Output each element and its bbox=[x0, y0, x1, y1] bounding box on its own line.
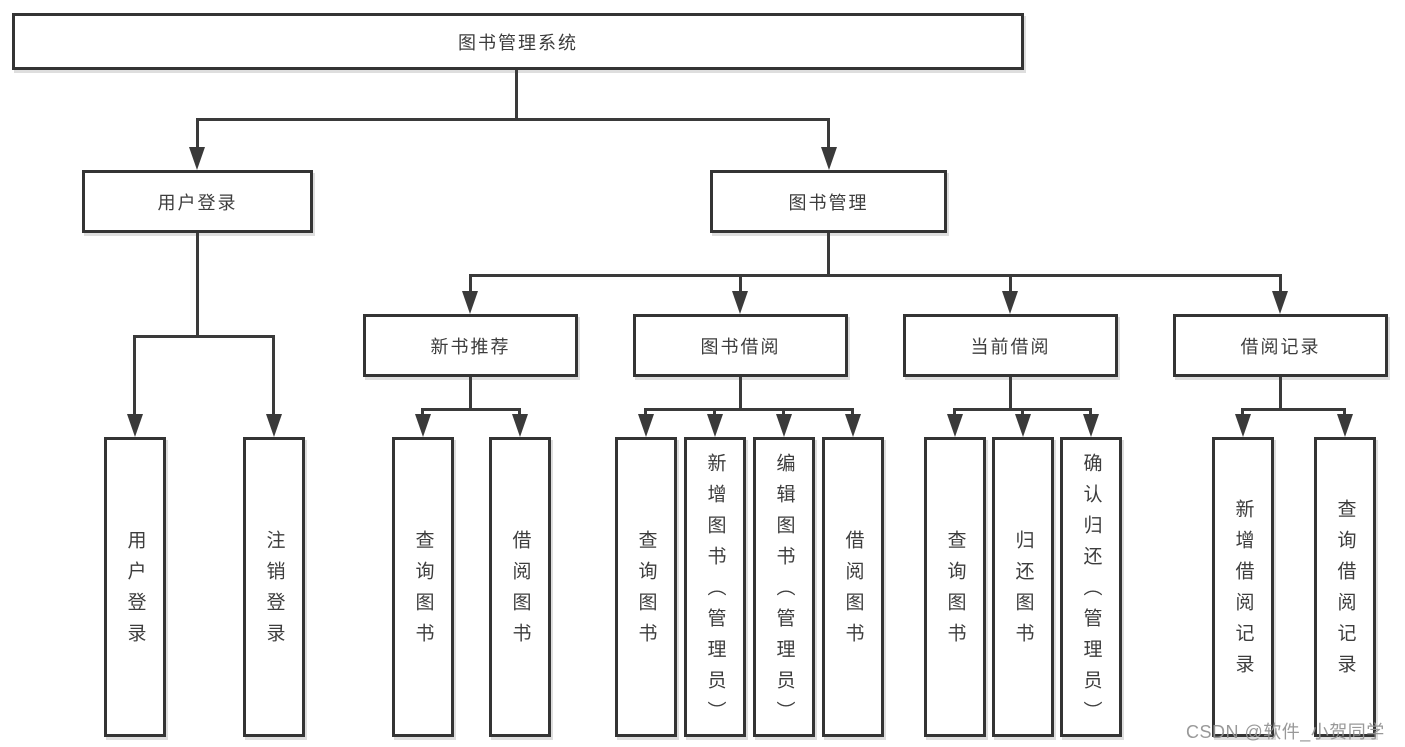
connector-line bbox=[1279, 274, 1282, 296]
node-new-book-recommend: 新书推荐 bbox=[363, 314, 578, 377]
arrow-down-icon bbox=[127, 414, 143, 437]
leaf-user-login: 用户登录 bbox=[104, 437, 166, 737]
leaf-edit-books-admin: 编辑图书（管理员） bbox=[753, 437, 815, 737]
node-user-login: 用户登录 bbox=[82, 170, 313, 233]
arrow-down-icon bbox=[845, 414, 861, 437]
leaf-add-books-admin: 新增图书（管理员） bbox=[684, 437, 746, 737]
connector-line bbox=[739, 377, 742, 409]
connector-line bbox=[196, 233, 199, 335]
arrow-down-icon bbox=[1235, 414, 1251, 437]
leaf-query-books-current: 查询图书 bbox=[924, 437, 986, 737]
arrow-down-icon bbox=[776, 414, 792, 437]
leaf-confirm-return-admin: 确认归还（管理员） bbox=[1060, 437, 1122, 737]
leaf-logout: 注销登录 bbox=[243, 437, 305, 737]
connector-line bbox=[133, 335, 275, 338]
connector-line bbox=[469, 274, 1282, 277]
arrow-down-icon bbox=[732, 291, 748, 314]
arrow-down-icon bbox=[1272, 291, 1288, 314]
arrow-down-icon bbox=[1015, 414, 1031, 437]
connector-line bbox=[827, 118, 830, 154]
connector-line bbox=[469, 377, 472, 409]
leaf-borrow-books: 借阅图书 bbox=[822, 437, 884, 737]
arrow-down-icon bbox=[462, 291, 478, 314]
arrow-down-icon bbox=[266, 414, 282, 437]
node-book-borrowing: 图书借阅 bbox=[633, 314, 848, 377]
connector-line bbox=[644, 408, 854, 411]
arrow-down-icon bbox=[707, 414, 723, 437]
arrow-down-icon bbox=[415, 414, 431, 437]
connector-line bbox=[1009, 377, 1012, 409]
connector-line bbox=[739, 274, 742, 296]
leaf-add-borrow-record: 新增借阅记录 bbox=[1212, 437, 1274, 737]
connector-line bbox=[827, 233, 830, 276]
arrow-down-icon bbox=[1002, 291, 1018, 314]
connector-line bbox=[515, 70, 518, 118]
leaf-return-books: 归还图书 bbox=[992, 437, 1054, 737]
leaf-query-books-borrowing: 查询图书 bbox=[615, 437, 677, 737]
node-book-management: 图书管理 bbox=[710, 170, 947, 233]
arrow-down-icon bbox=[1083, 414, 1099, 437]
connector-line bbox=[133, 335, 136, 419]
connector-line bbox=[1241, 408, 1346, 411]
arrow-down-icon bbox=[189, 147, 205, 170]
node-current-borrowing: 当前借阅 bbox=[903, 314, 1118, 377]
leaf-query-books-recommend: 查询图书 bbox=[392, 437, 454, 737]
arrow-down-icon bbox=[638, 414, 654, 437]
connector-line bbox=[469, 274, 472, 296]
csdn-watermark: CSDN @软件_小贺同学 bbox=[1186, 722, 1385, 742]
connector-line bbox=[421, 408, 521, 411]
arrow-down-icon bbox=[1337, 414, 1353, 437]
connector-line bbox=[1279, 377, 1282, 409]
connector-line bbox=[1009, 274, 1012, 296]
connector-line bbox=[953, 408, 1092, 411]
connector-line bbox=[272, 335, 275, 419]
connector-line bbox=[196, 118, 199, 154]
connector-line bbox=[196, 118, 830, 121]
leaf-query-borrow-record: 查询借阅记录 bbox=[1314, 437, 1376, 737]
node-library-management-system: 图书管理系统 bbox=[12, 13, 1024, 70]
arrow-down-icon bbox=[512, 414, 528, 437]
node-borrow-records: 借阅记录 bbox=[1173, 314, 1388, 377]
leaf-borrow-books-recommend: 借阅图书 bbox=[489, 437, 551, 737]
arrow-down-icon bbox=[947, 414, 963, 437]
arrow-down-icon bbox=[821, 147, 837, 170]
